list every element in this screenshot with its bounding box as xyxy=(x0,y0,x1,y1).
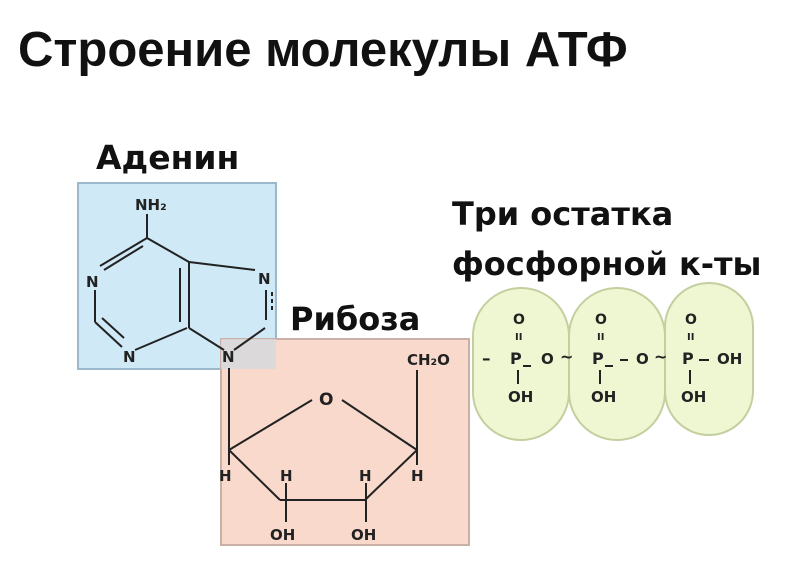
adenine-n1: N xyxy=(86,273,99,291)
adenine-bonds xyxy=(94,214,273,351)
ribose-atoms: O CH₂O H H H H OH OH xyxy=(219,351,450,544)
phosphate-dash: – xyxy=(482,349,491,369)
ribose-ch2o: CH₂O xyxy=(407,351,450,369)
p3-p: P xyxy=(682,349,694,368)
adenine-atoms: NH₂ N N N N xyxy=(86,196,271,366)
p1-bridge-o: O xyxy=(541,350,554,368)
p1-p: P xyxy=(510,349,522,368)
p2-dbl: II xyxy=(597,332,604,343)
tilde-2: ~ xyxy=(654,347,667,366)
p3-top-o: O xyxy=(685,312,697,328)
page-title: Строение молекулы АТФ xyxy=(18,23,628,77)
p3-dbl: II xyxy=(687,332,694,343)
ribose-h3: H xyxy=(359,467,372,485)
adenine-n3: N xyxy=(123,348,136,366)
phosphate-atoms: – O II P O OH ~ O II P O OH ~ O II P OH … xyxy=(482,312,742,406)
phosphates-label-line2: фосфорной к-ты xyxy=(452,245,762,283)
p1-oh: OH xyxy=(508,388,533,406)
p1-dbl: II xyxy=(515,332,522,343)
p3-oh: OH xyxy=(681,388,706,406)
phosphates-label-line1: Три остатка xyxy=(452,195,674,233)
ribose-oh2: OH xyxy=(351,526,376,544)
p3-oh-right: OH xyxy=(717,350,742,368)
ribose-ring-o: O xyxy=(319,390,333,410)
p2-top-o: O xyxy=(595,312,607,328)
ribose-bonds xyxy=(228,368,418,522)
ribose-box xyxy=(220,338,470,546)
tilde-1: ~ xyxy=(560,347,573,366)
ribose-h1: H xyxy=(219,467,232,485)
adenine-label: Аденин xyxy=(96,138,240,177)
phosphate-bonds xyxy=(517,359,709,384)
ribose-oh1: OH xyxy=(270,526,295,544)
phosphate-group-2 xyxy=(568,287,666,441)
adenine-n7: N xyxy=(258,270,271,288)
p2-oh: OH xyxy=(591,388,616,406)
ribose-h4: H xyxy=(411,467,424,485)
p1-top-o: O xyxy=(513,312,525,328)
adenine-n9: N xyxy=(222,348,235,366)
adenine-nh2: NH₂ xyxy=(135,196,167,214)
p2-p: P xyxy=(592,349,604,368)
ribose-label: Рибоза xyxy=(290,300,421,338)
p2-bridge-o: O xyxy=(636,350,649,368)
adenine-ribose-overlap xyxy=(221,339,276,369)
ribose-h2: H xyxy=(280,467,293,485)
